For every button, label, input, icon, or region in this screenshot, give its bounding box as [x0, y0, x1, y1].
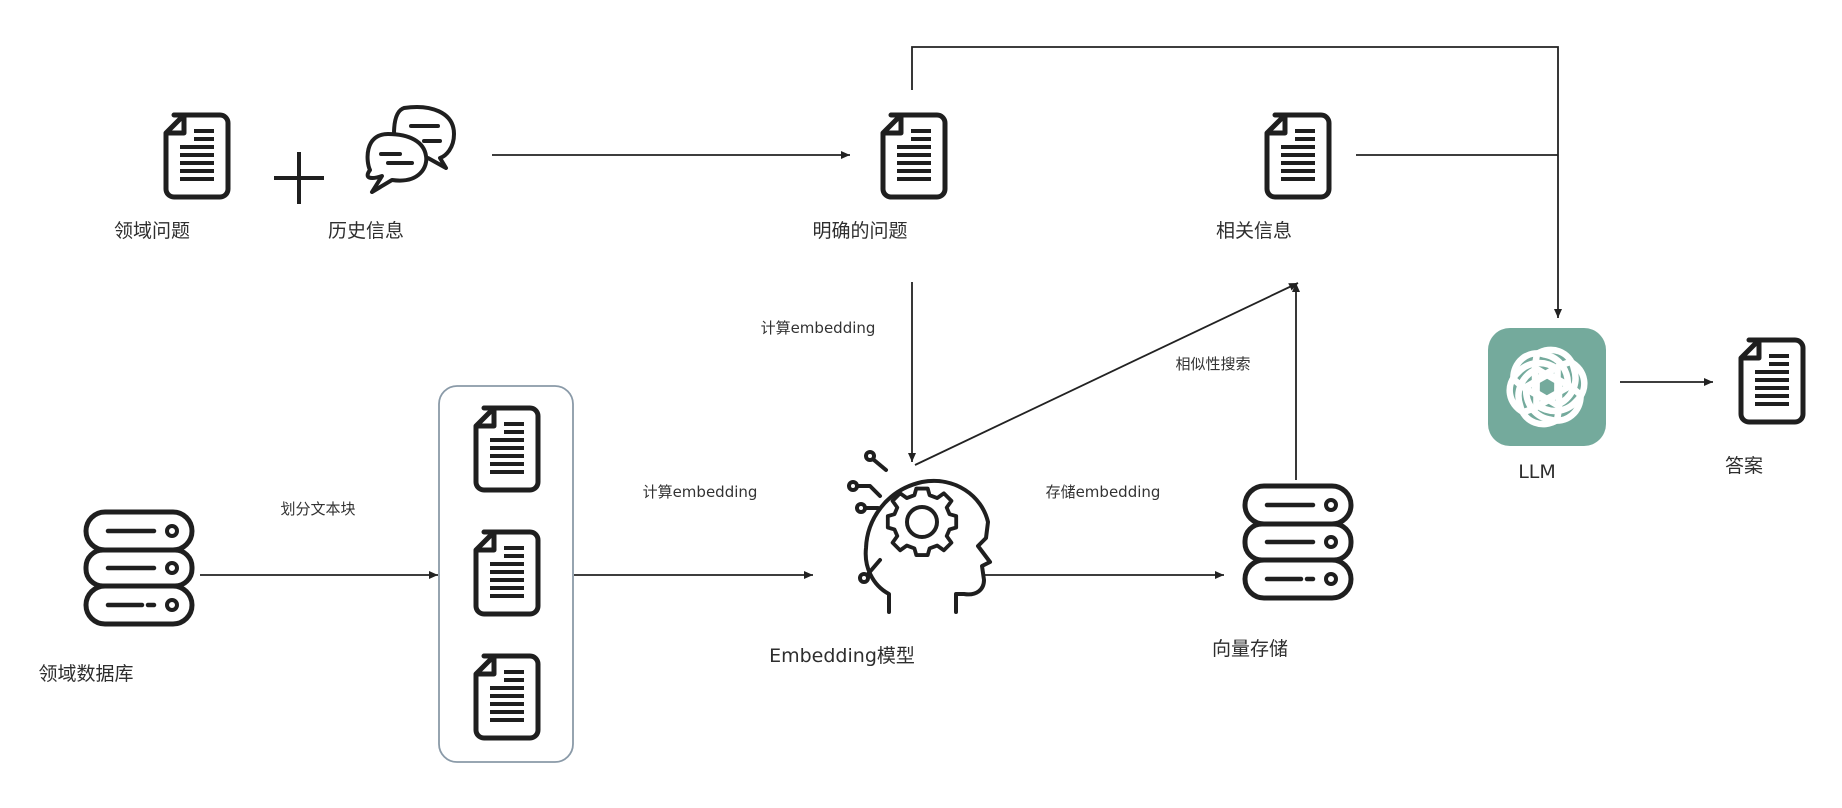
history-label: 历史信息	[328, 220, 404, 242]
chunk-document-icon	[476, 656, 538, 738]
chat-bubbles-icon	[365, 105, 456, 194]
edge-label-compute-embedding-chunks: 计算embedding	[643, 483, 758, 501]
clear-question-label: 明确的问题	[812, 220, 907, 242]
embedding-model-label: Embedding模型	[769, 645, 915, 667]
edge-label-compute-embedding-question: 计算embedding	[761, 319, 876, 337]
ai-head-gear-icon	[847, 450, 992, 614]
edge-label-store-embedding: 存储embedding	[1046, 483, 1161, 501]
vector-store-label: 向量存储	[1212, 638, 1288, 660]
related-info-document-icon	[1267, 115, 1329, 197]
domain-database-icon	[86, 512, 192, 624]
connectors	[200, 46, 1713, 579]
edge-label-similarity-search: 相似性搜索	[1175, 355, 1250, 373]
related-info-label: 相关信息	[1216, 220, 1292, 242]
chunk-document-icon	[476, 532, 538, 614]
domain-database-label: 领域数据库	[38, 663, 133, 685]
text-chunks-group	[438, 385, 574, 763]
clear-question-document-icon	[883, 115, 945, 197]
domain-question-label: 领域问题	[114, 220, 190, 242]
domain-question-document-icon	[166, 115, 228, 197]
chunk-document-icon	[476, 408, 538, 490]
answer-label: 答案	[1725, 455, 1763, 477]
answer-document-icon	[1741, 340, 1803, 422]
vector-store-database-icon	[1245, 486, 1351, 598]
llm-label: LLM	[1518, 461, 1556, 483]
edge-label-split-chunks: 划分文本块	[280, 500, 355, 518]
llm-logo-icon	[1488, 328, 1606, 446]
arrow-question-to-llm	[911, 46, 1562, 318]
plus-icon	[274, 152, 324, 204]
arrow-model-to-related	[914, 282, 1299, 466]
